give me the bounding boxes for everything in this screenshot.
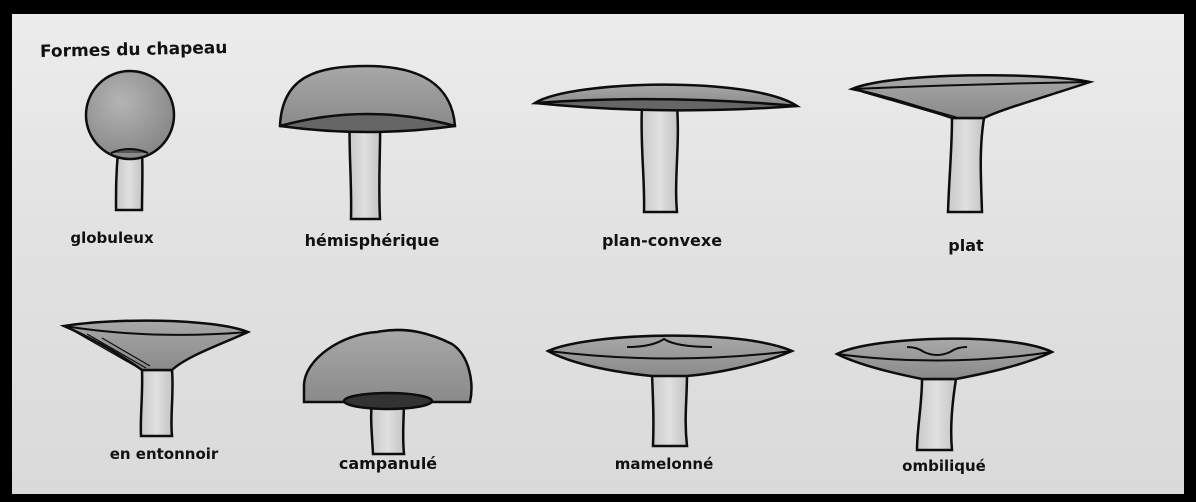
globuleux-mushroom bbox=[86, 71, 174, 210]
stem bbox=[652, 374, 687, 446]
stem bbox=[141, 370, 173, 436]
label-plan-convexe: plan-convexe bbox=[602, 231, 722, 250]
stem bbox=[642, 106, 678, 212]
label-en-entonnoir: en entonnoir bbox=[110, 445, 219, 463]
cap bbox=[837, 339, 1052, 379]
stem bbox=[948, 118, 984, 212]
mamelonne-mushroom bbox=[548, 336, 792, 446]
cap bbox=[852, 75, 1090, 118]
label-campanule: campanulé bbox=[339, 454, 437, 473]
cap bbox=[64, 321, 248, 370]
cap-underside bbox=[344, 393, 432, 409]
label-ombilique: ombiliqué bbox=[902, 457, 986, 475]
plan-convexe-mushroom bbox=[535, 85, 797, 212]
hemispherique-mushroom bbox=[280, 66, 455, 219]
mushroom-illustrations bbox=[12, 14, 1184, 494]
cap bbox=[304, 330, 471, 402]
stem bbox=[917, 379, 956, 450]
label-plat: plat bbox=[948, 236, 983, 255]
en-entonnoir-mushroom bbox=[64, 321, 248, 436]
campanule-mushroom bbox=[304, 330, 471, 454]
label-mamelonne: mamelonné bbox=[615, 455, 714, 473]
cap bbox=[86, 71, 174, 159]
ombilique-mushroom bbox=[837, 339, 1052, 450]
label-globuleux: globuleux bbox=[70, 229, 153, 247]
label-hemispherique: hémisphérique bbox=[305, 231, 440, 250]
figure-frame: Formes du chapeau bbox=[12, 14, 1184, 494]
plat-mushroom bbox=[852, 75, 1090, 212]
